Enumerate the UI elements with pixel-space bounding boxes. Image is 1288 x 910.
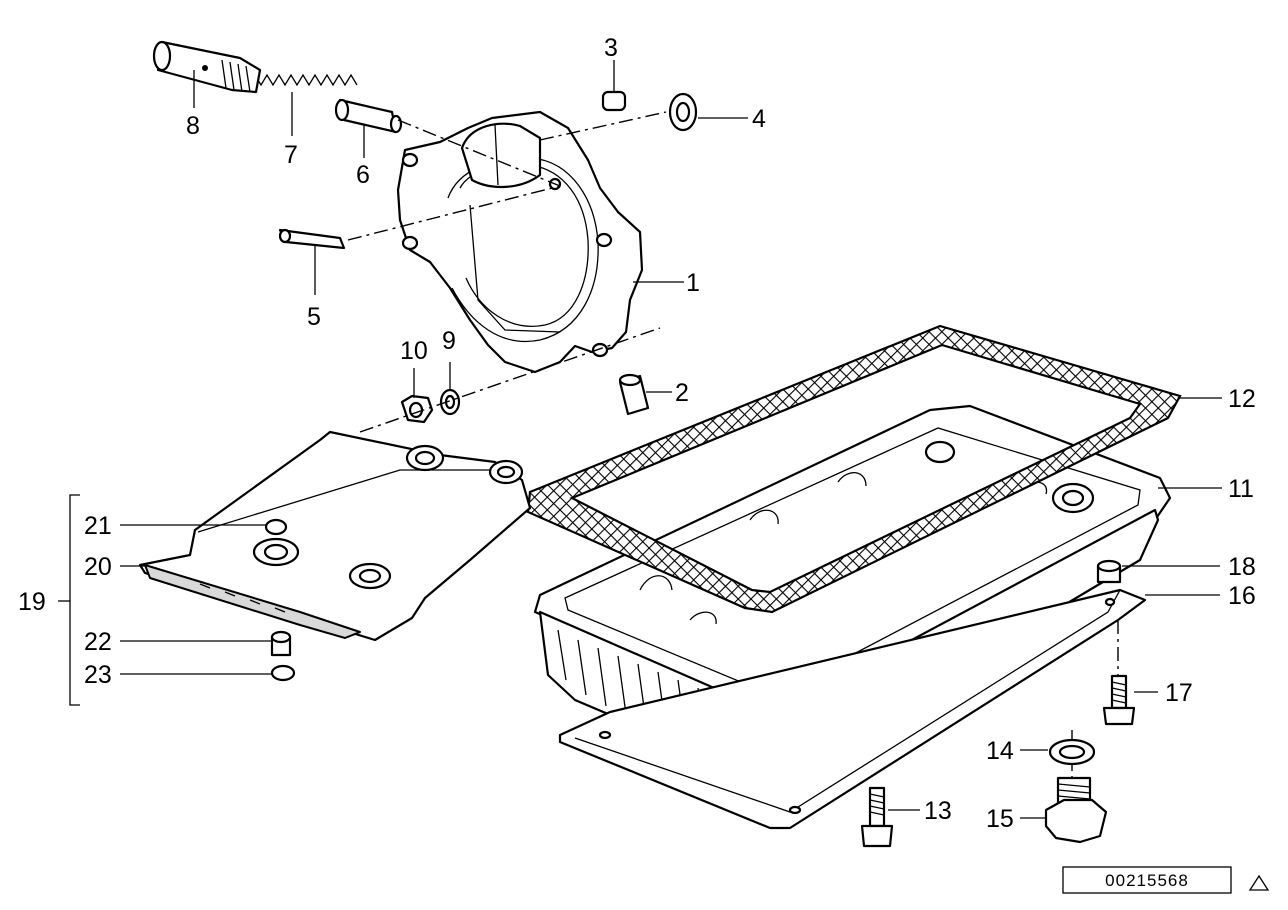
dowel-part-2 <box>618 373 650 416</box>
callout-23: 23 <box>84 661 112 689</box>
leader-lines <box>58 60 1222 819</box>
callout-8: 8 <box>186 112 200 140</box>
callout-4: 4 <box>752 105 766 133</box>
guard-plate-part-16 <box>558 588 1147 830</box>
callout-14: 14 <box>986 737 1014 765</box>
callout-6: 6 <box>356 161 370 189</box>
reference-number: 00215568 <box>1105 871 1189 890</box>
callout-10: 10 <box>400 337 428 365</box>
callout-2: 2 <box>675 379 689 407</box>
callout-12: 12 <box>1228 385 1256 413</box>
callout-13: 13 <box>924 797 952 825</box>
callout-21: 21 <box>84 512 112 540</box>
triangle-icon <box>1248 874 1270 891</box>
callout-22: 22 <box>84 628 112 656</box>
plunger-part-8 <box>152 40 262 94</box>
callout-3: 3 <box>604 34 618 62</box>
pin-part-5 <box>278 228 346 250</box>
callout-7: 7 <box>284 141 298 169</box>
nut-part-21 <box>264 518 288 536</box>
callout-17: 17 <box>1165 679 1193 707</box>
washer-part-4 <box>668 92 698 132</box>
valve-piston-part-6 <box>334 98 403 134</box>
callout-5: 5 <box>307 303 321 331</box>
callout-16: 16 <box>1228 582 1256 610</box>
sleeve-part-3 <box>601 90 627 112</box>
callout-19: 19 <box>18 588 46 616</box>
callout-9: 9 <box>442 327 456 355</box>
bolt-part-22 <box>270 630 292 657</box>
spacer-part-18 <box>1096 559 1122 584</box>
drain-plug-part-15 <box>1044 776 1108 844</box>
callout-15: 15 <box>986 805 1014 833</box>
heat-shield-part-19 <box>138 430 532 642</box>
callout-20: 20 <box>84 553 112 581</box>
washer-part-9 <box>439 388 461 416</box>
spring-part-7 <box>254 73 358 87</box>
callout-18: 18 <box>1228 553 1256 581</box>
reference-number-box: 00215568 <box>1062 866 1232 894</box>
bolt-part-13 <box>860 786 894 848</box>
bolt-part-17 <box>1102 674 1136 726</box>
callout-1: 1 <box>686 269 700 297</box>
callout-11: 11 <box>1228 475 1254 503</box>
gasket-part-12 <box>526 324 1182 614</box>
nut-part-10 <box>400 394 434 424</box>
bearing-cover-part-1 <box>396 110 644 374</box>
washer-part-23 <box>270 664 296 682</box>
sealing-ring-part-14 <box>1048 738 1096 766</box>
